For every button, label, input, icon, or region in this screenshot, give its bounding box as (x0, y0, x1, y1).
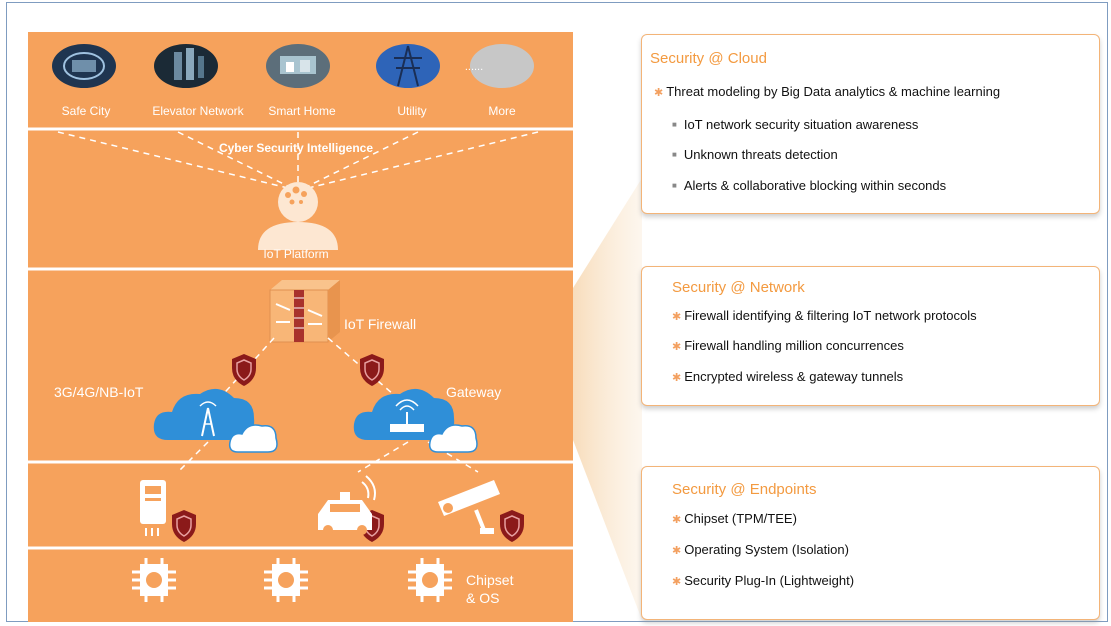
iot-platform-icon (258, 182, 338, 250)
app-label-more: More (488, 104, 516, 118)
security-network-card: Security @ Network ✱Firewall identifying… (641, 266, 1100, 406)
chipset-os-label-line2: & OS (466, 590, 500, 606)
app-label-smart-home: Smart Home (268, 104, 336, 118)
asterisk-bullet-icon: ✱ (672, 576, 682, 588)
iot-platform-label: IoT Platform (263, 247, 329, 261)
cellular-label: 3G/4G/NB-IoT (54, 384, 144, 400)
security-endpoints-card: Security @ Endpoints ✱Chipset (TPM/TEE) … (641, 466, 1100, 620)
card-lead-item: ✱Threat modeling by Big Data analytics &… (654, 84, 1001, 99)
card-item: ✱Encrypted wireless & gateway tunnels (672, 369, 904, 384)
smart-meter-icon (140, 480, 166, 536)
asterisk-bullet-icon: ✱ (672, 311, 682, 323)
gateway-label: Gateway (446, 384, 502, 400)
card-item: ✱Operating System (Isolation) (672, 542, 849, 557)
asterisk-bullet-icon: ✱ (672, 341, 682, 353)
app-label-safe-city: Safe City (61, 104, 111, 118)
gateway-cloud-icon (353, 388, 478, 453)
card-item: ✱Firewall handling million concurrences (672, 338, 904, 353)
cellular-cloud-icon (153, 388, 278, 453)
card-title: Security @ Network (672, 279, 805, 296)
security-cloud-card: Security @ Cloud ✱Threat modeling by Big… (641, 34, 1100, 214)
cyber-security-intelligence-label: Cyber Security Intelligence (218, 141, 374, 155)
asterisk-bullet-icon: ✱ (654, 87, 664, 99)
asterisk-bullet-icon: ✱ (672, 545, 682, 557)
card-item: ✱Chipset (TPM/TEE) (672, 511, 797, 526)
app-label-elevator-network: Elevator Network (152, 104, 244, 118)
safe-city-photo-icon (52, 44, 116, 88)
more-icon (470, 44, 534, 88)
app-label-utility: Utility (397, 104, 427, 118)
square-bullet-icon: ■ (672, 120, 677, 129)
shield-icon (500, 510, 524, 542)
more-icon-dots: ...... (464, 61, 484, 73)
architecture-panel: ...... Safe City Elevator Network Smart … (28, 32, 573, 622)
square-bullet-icon: ■ (672, 150, 677, 159)
surveillance-camera-icon (438, 480, 500, 534)
iot-firewall-icon (269, 280, 340, 343)
chipset-icon (132, 558, 176, 602)
utility-photo-icon (376, 44, 440, 88)
app-links (57, 131, 539, 191)
architecture-graphics (28, 44, 573, 602)
connected-car-icon (318, 475, 376, 535)
card-item: ✱Firewall identifying & filtering IoT ne… (672, 308, 977, 323)
shield-icon (172, 510, 196, 542)
asterisk-bullet-icon: ✱ (672, 514, 682, 526)
chipset-icon (264, 558, 308, 602)
card-title: Security @ Cloud (650, 50, 767, 67)
asterisk-bullet-icon: ✱ (672, 372, 682, 384)
square-bullet-icon: ■ (672, 181, 677, 190)
elevator-network-photo-icon (154, 44, 218, 88)
smart-home-photo-icon (266, 44, 330, 88)
card-item: ✱Security Plug-In (Lightweight) (672, 573, 855, 588)
card-title: Security @ Endpoints (672, 481, 817, 498)
card-sub-item: ■Alerts & collaborative blocking within … (672, 178, 947, 193)
shield-icon (232, 354, 256, 386)
card-sub-item: ■Unknown threats detection (672, 147, 838, 162)
iot-firewall-label: IoT Firewall (344, 316, 417, 332)
card-sub-item: ■IoT network security situation awarenes… (672, 117, 919, 132)
shield-icon (360, 354, 384, 386)
chipset-icon (408, 558, 452, 602)
chipset-os-label-line1: Chipset (466, 572, 514, 588)
